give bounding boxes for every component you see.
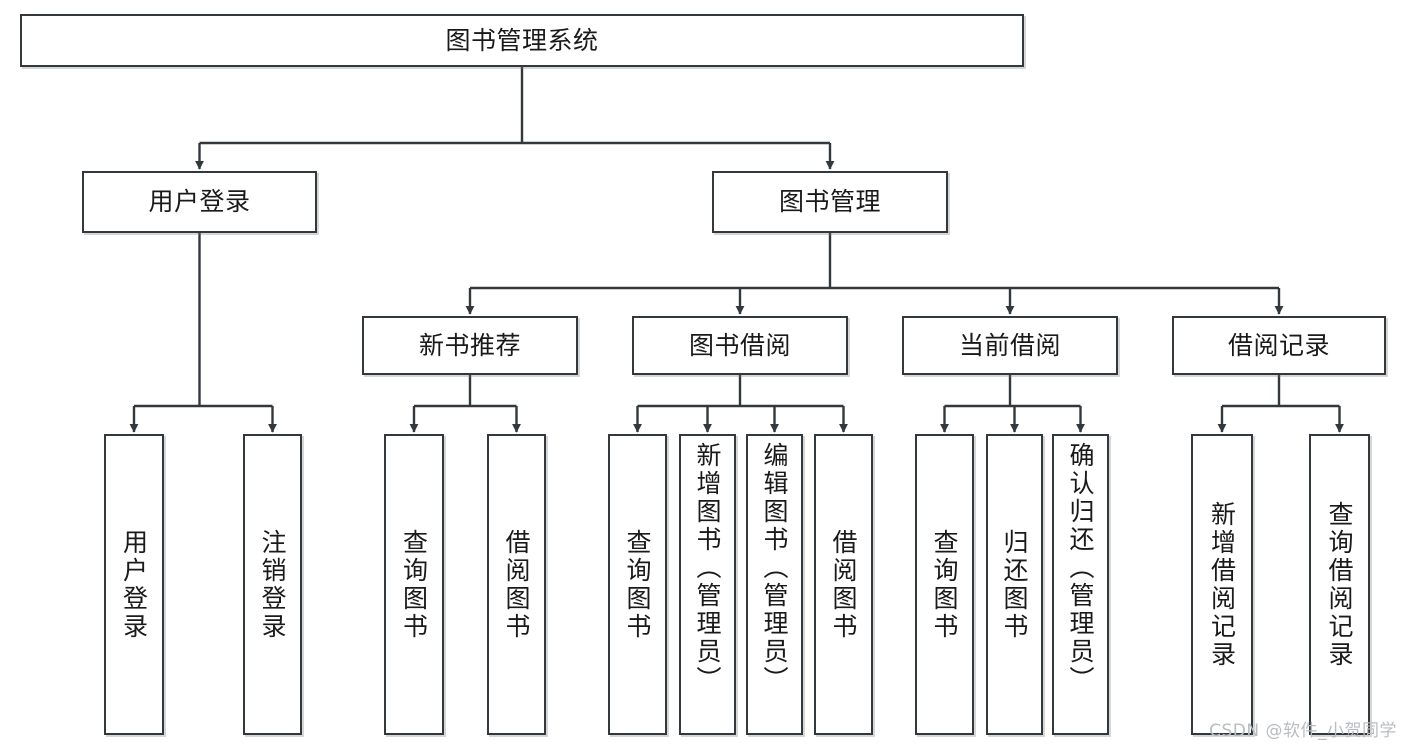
- node-leaf-bk-edit[interactable]: 编辑图书（管理员）: [746, 434, 803, 735]
- node-current[interactable]: 当前借阅: [902, 316, 1118, 375]
- node-label: 归还图书: [1000, 528, 1029, 641]
- node-leaf-user-logout[interactable]: 注销登录: [243, 434, 302, 735]
- node-label: 当前借阅: [958, 330, 1061, 360]
- node-label: 借阅记录: [1227, 330, 1330, 360]
- node-label: 借阅图书: [829, 528, 858, 641]
- node-label: 新书推荐: [418, 330, 521, 360]
- node-label: 图书管理: [778, 187, 881, 217]
- node-login[interactable]: 用户登录: [82, 171, 317, 233]
- node-leaf-nb-borrow[interactable]: 借阅图书: [487, 434, 546, 735]
- node-leaf-user-login[interactable]: 用户登录: [104, 434, 164, 735]
- node-label: 查询图书: [623, 528, 652, 641]
- node-leaf-rec-add[interactable]: 新增借阅记录: [1191, 434, 1253, 735]
- node-newbook[interactable]: 新书推荐: [362, 316, 578, 375]
- node-leaf-bk-add[interactable]: 新增图书（管理员）: [679, 434, 736, 735]
- node-leaf-cur-confirm[interactable]: 确认归还（管理员）: [1052, 434, 1109, 735]
- node-label: 编辑图书（管理员）: [760, 442, 789, 694]
- node-label: 查询图书: [930, 528, 959, 641]
- node-root[interactable]: 图书管理系统: [20, 14, 1024, 67]
- node-leaf-nb-query[interactable]: 查询图书: [384, 434, 444, 735]
- node-label: 新增借阅记录: [1207, 500, 1237, 669]
- node-borrow[interactable]: 图书借阅: [632, 316, 848, 375]
- node-label: 图书借阅: [688, 330, 791, 360]
- node-label: 确认归还（管理员）: [1066, 442, 1095, 694]
- node-bookmgmt[interactable]: 图书管理: [712, 171, 948, 233]
- node-leaf-cur-return[interactable]: 归还图书: [986, 434, 1043, 735]
- csdn-watermark: CSDN @软件_小贺同学: [1209, 721, 1397, 741]
- node-leaf-cur-query[interactable]: 查询图书: [915, 434, 974, 735]
- node-leaf-bk-query[interactable]: 查询图书: [608, 434, 667, 735]
- node-label: 查询图书: [399, 528, 429, 641]
- node-label: 查询借阅记录: [1325, 500, 1354, 669]
- node-label: 借阅图书: [502, 528, 531, 641]
- node-label: 新增图书（管理员）: [693, 442, 722, 694]
- node-label: 用户登录: [148, 187, 251, 217]
- node-records[interactable]: 借阅记录: [1172, 316, 1386, 375]
- node-label: 注销登录: [258, 528, 287, 641]
- node-label: 图书管理系统: [445, 25, 599, 55]
- node-leaf-rec-query[interactable]: 查询借阅记录: [1309, 434, 1370, 735]
- node-leaf-bk-borrow[interactable]: 借阅图书: [814, 434, 873, 735]
- node-label: 用户登录: [119, 528, 149, 641]
